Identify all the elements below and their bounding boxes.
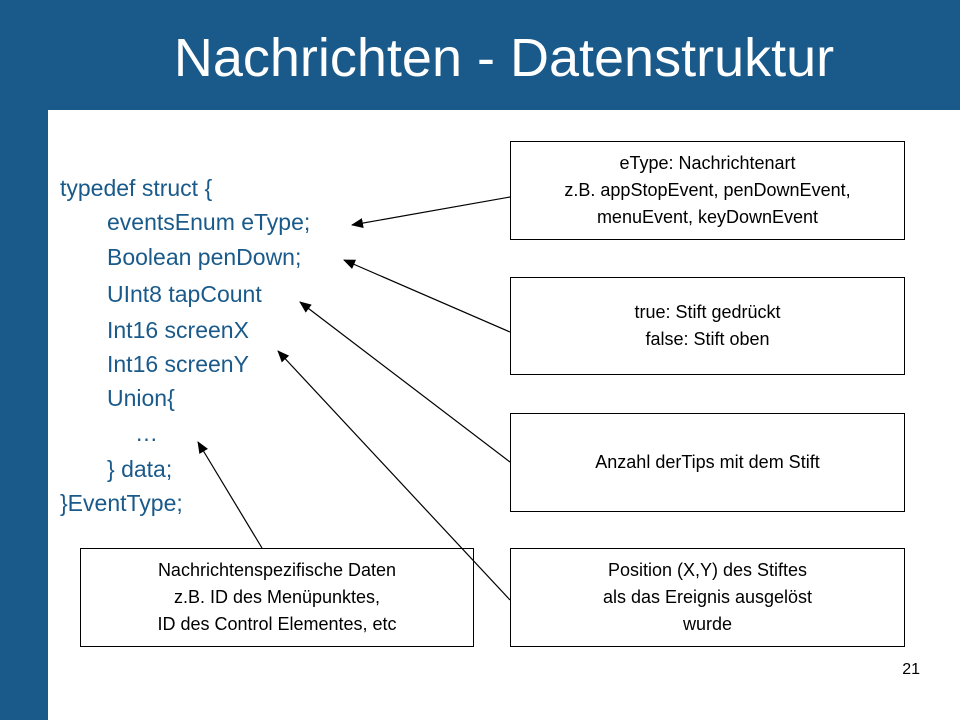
annotation-text: z.B. ID des Menüpunktes,	[173, 587, 381, 607]
position-annotation-box: Position (X,Y) des Stiftes als das Ereig…	[510, 548, 905, 647]
code-line: Int16 screenY	[107, 351, 249, 377]
position-arrow	[277, 350, 511, 601]
annotation-text: true: Stift gedrückt	[634, 302, 781, 322]
annotation-text: ID des Control Elementes, etc	[157, 614, 397, 634]
annotation-text: z.B. appStopEvent, penDownEvent,	[564, 180, 851, 200]
page-number: 21	[902, 661, 920, 678]
tapcount-annotation-box: Anzahl derTips mit dem Stift	[510, 413, 905, 512]
data-annotation-box: Nachrichtenspezifische Daten z.B. ID des…	[80, 548, 474, 647]
annotation-text: Anzahl derTips mit dem Stift	[595, 452, 820, 472]
etype-annotation-box: eType: Nachrichtenart z.B. appStopEvent,…	[510, 141, 905, 240]
code-line: Int16 screenX	[107, 317, 249, 343]
code-line: }EventType;	[60, 490, 183, 516]
tapcount-arrow	[299, 301, 511, 463]
annotation-text: wurde	[682, 614, 733, 634]
pendown-arrow	[343, 259, 511, 333]
annotation-text: Position (X,Y) des Stiftes	[607, 560, 808, 580]
code-line: …	[135, 420, 158, 446]
title-bar	[0, 0, 960, 110]
code-line: Boolean penDown;	[107, 244, 302, 270]
data-arrow	[197, 441, 263, 549]
annotation-text: menuEvent, keyDownEvent	[596, 207, 819, 227]
code-line: typedef struct {	[60, 175, 213, 201]
code-line: Union{	[107, 385, 175, 411]
pendown-annotation-box: true: Stift gedrückt false: Stift oben	[510, 277, 905, 375]
annotation-text: als das Ereignis ausgelöst	[602, 587, 813, 607]
annotation-text: eType: Nachrichtenart	[619, 153, 796, 173]
code-line: UInt8 tapCount	[107, 281, 262, 307]
code-line: eventsEnum eType;	[107, 209, 311, 235]
code-line: } data;	[107, 456, 173, 482]
etype-arrow	[351, 196, 511, 229]
annotation-text: false: Stift oben	[645, 329, 770, 349]
annotation-text: Nachrichtenspezifische Daten	[157, 560, 397, 580]
left-accent-bar	[0, 0, 48, 720]
slide-title: Nachrichten - Datenstruktur	[173, 28, 835, 88]
